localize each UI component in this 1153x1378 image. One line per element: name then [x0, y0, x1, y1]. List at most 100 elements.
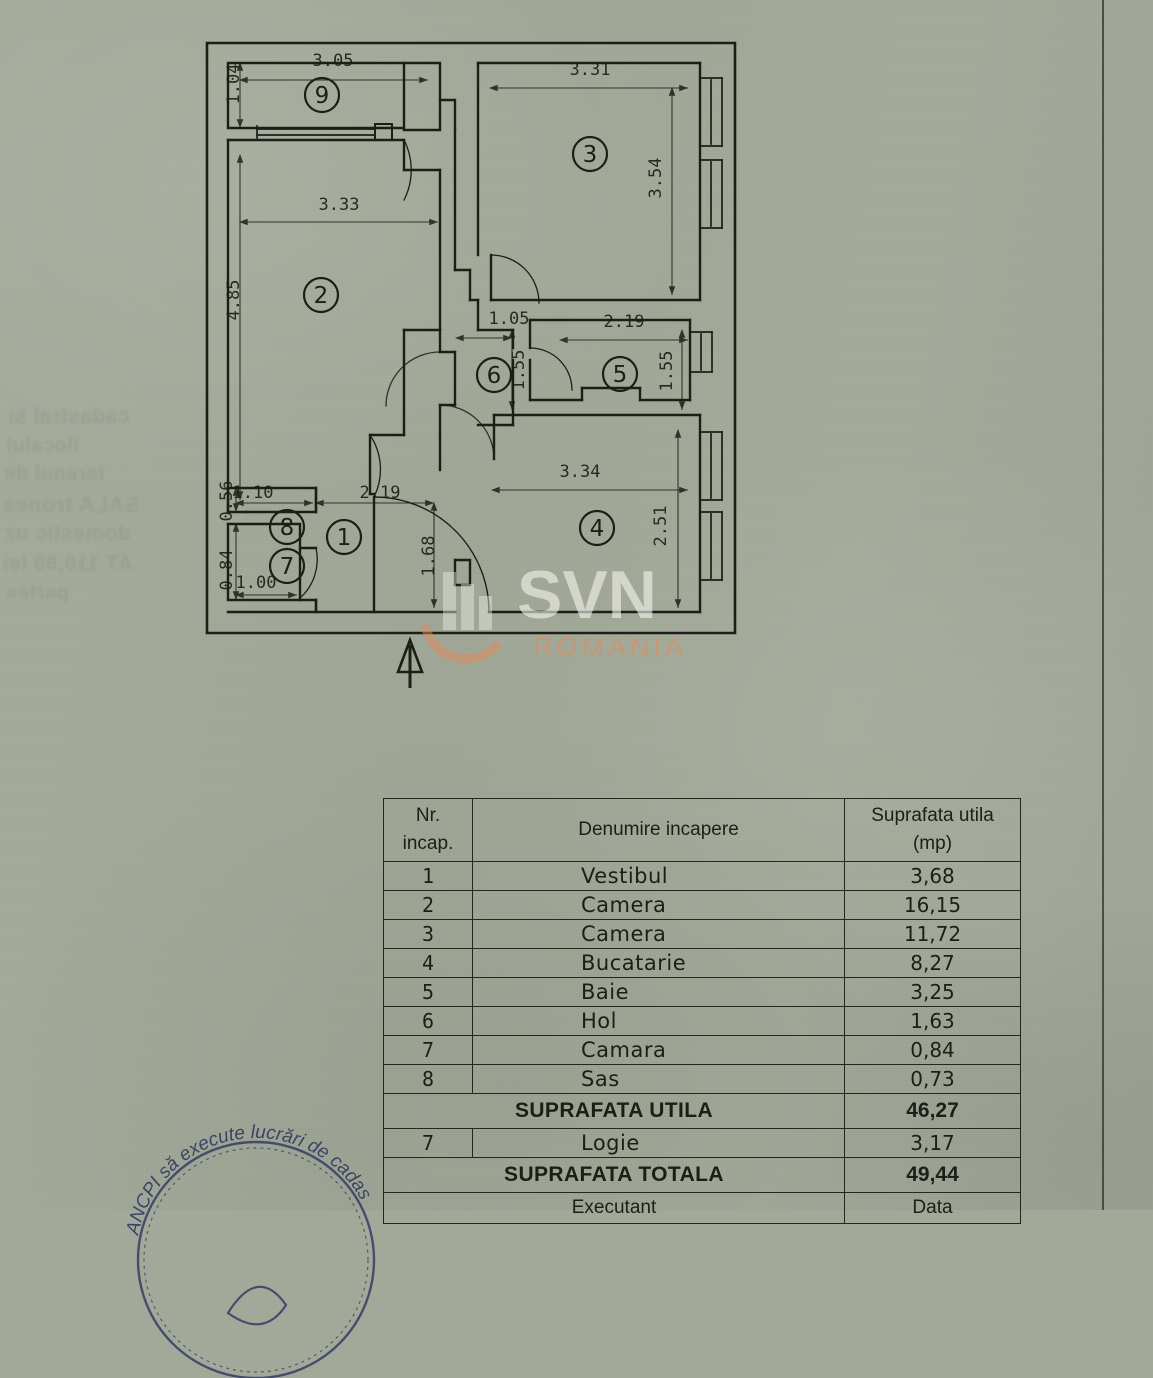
room-number-marker-8: 8: [268, 508, 306, 546]
cell-room-name: Sas: [472, 1064, 845, 1094]
cell-room-area: 0,73: [844, 1064, 1021, 1094]
dimension-label: 3.34: [560, 462, 601, 482]
table-header-row: Nr. incap. Denumire incapere Suprafata u…: [383, 798, 1021, 862]
dimension-label: 3.54: [646, 158, 666, 199]
cell-room-name: Hol: [472, 1006, 845, 1036]
cell-room-area: 16,15: [844, 890, 1021, 920]
dimension-label: 2.19: [360, 483, 401, 503]
header-nr-line1: Nr.: [415, 805, 441, 827]
cell-room-number: 7: [383, 1035, 473, 1065]
room-number-marker-3: 3: [571, 135, 609, 173]
cell-room-area: 11,72: [844, 919, 1021, 949]
room-number-text: 1: [337, 525, 352, 551]
cell-room-area: 3,25: [844, 977, 1021, 1007]
cell-room-area: 3,17: [844, 1128, 1021, 1158]
subtotal-area: 46,27: [844, 1093, 1021, 1129]
room-number-text: 7: [280, 554, 295, 580]
header-area: Suprafata utila (mp): [844, 798, 1021, 862]
cell-room-name: Bucatarie: [472, 948, 845, 978]
dimension-label: 0.84: [217, 550, 237, 591]
room-number-marker-5: 5: [601, 355, 639, 393]
room-number-text: 9: [315, 83, 330, 109]
cell-room-area: 0,84: [844, 1035, 1021, 1065]
dimension-label: 1.00: [236, 573, 277, 593]
dimension-label: 3.31: [570, 60, 611, 80]
cell-room-number: 6: [383, 1006, 473, 1036]
room-number-text: 8: [280, 515, 295, 541]
room-number-marker-9: 9: [303, 76, 341, 114]
cell-room-name: Vestibul: [472, 861, 845, 891]
room-number-text: 2: [314, 283, 329, 309]
cell-room-number: 3: [383, 919, 473, 949]
cell-room-number: 4: [383, 948, 473, 978]
room-number-text: 5: [613, 362, 628, 388]
cell-room-number: 1: [383, 861, 473, 891]
dimension-label: 1.05: [489, 309, 530, 329]
room-number-text: 4: [590, 516, 605, 542]
dimension-label: 1.55: [657, 351, 677, 392]
floor-plan-drawing: 3.05 1.04 3.31 3.54 3.33 4.85 1.05 2.19 1.55 1.55…: [205, 41, 737, 688]
room-number-marker-4: 4: [578, 509, 616, 547]
cell-room-area: 3,68: [844, 861, 1021, 891]
north-arrow-icon: [396, 636, 424, 688]
room-number-circle: [601, 355, 639, 393]
room-number-circle: [302, 276, 340, 314]
dimension-label: 1.68: [419, 536, 439, 577]
cell-room-name: Camera: [472, 919, 845, 949]
header-nr-line2: incap.: [402, 833, 454, 854]
dimension-label: 1.55: [509, 350, 529, 391]
cell-room-area: 8,27: [844, 948, 1021, 978]
room-number-circle: [268, 508, 306, 546]
header-name: Denumire incapere: [472, 798, 845, 862]
cell-room-name: Camara: [472, 1035, 845, 1065]
cell-room-name: Logie: [472, 1128, 845, 1158]
dimension-label: 2.19: [604, 312, 645, 332]
cell-room-number: 7: [383, 1128, 473, 1158]
dimension-label: 3.33: [319, 195, 360, 215]
room-number-marker-1: 1: [325, 518, 363, 556]
header-area-line1: Suprafata utila: [871, 805, 994, 827]
room-number-circle: [578, 509, 616, 547]
room-number-text: 3: [583, 142, 598, 168]
room-number-marker-6: 6: [475, 356, 513, 394]
cell-room-area: 1,63: [844, 1006, 1021, 1036]
footer-data: Data: [844, 1192, 1021, 1224]
cell-room-name: Camera: [472, 890, 845, 920]
header-area-line2: (mp): [912, 833, 953, 854]
cell-room-number: 8: [383, 1064, 473, 1094]
cell-room-name: Baie: [472, 977, 845, 1007]
total-area: 49,44: [844, 1157, 1021, 1193]
room-number-circle: [268, 547, 306, 585]
room-number-marker-7: 7: [268, 547, 306, 585]
dimension-label: 1.04: [224, 64, 244, 105]
dimension-label: 4.85: [224, 280, 244, 321]
dimension-label: 0.56: [217, 481, 237, 522]
page-border-line: [1102, 0, 1104, 1210]
room-number-text: 6: [487, 363, 502, 389]
total-label: SUPRAFATA TOTALA: [383, 1157, 845, 1193]
dimension-label: 2.51: [651, 506, 671, 547]
header-nr: Nr. incap.: [383, 798, 473, 862]
dimension-label: 3.05: [313, 51, 354, 71]
room-number-circle: [303, 76, 341, 114]
footer-executant: Executant: [383, 1192, 845, 1224]
subtotal-label: SUPRAFATA UTILA: [383, 1093, 845, 1129]
room-number-circle: [475, 356, 513, 394]
cell-room-number: 5: [383, 977, 473, 1007]
dimension-label: 1.10: [233, 483, 274, 503]
bleed-text-line: [6, 770, 12, 792]
room-number-circle: [325, 518, 363, 556]
room-number-marker-2: 2: [302, 276, 340, 314]
